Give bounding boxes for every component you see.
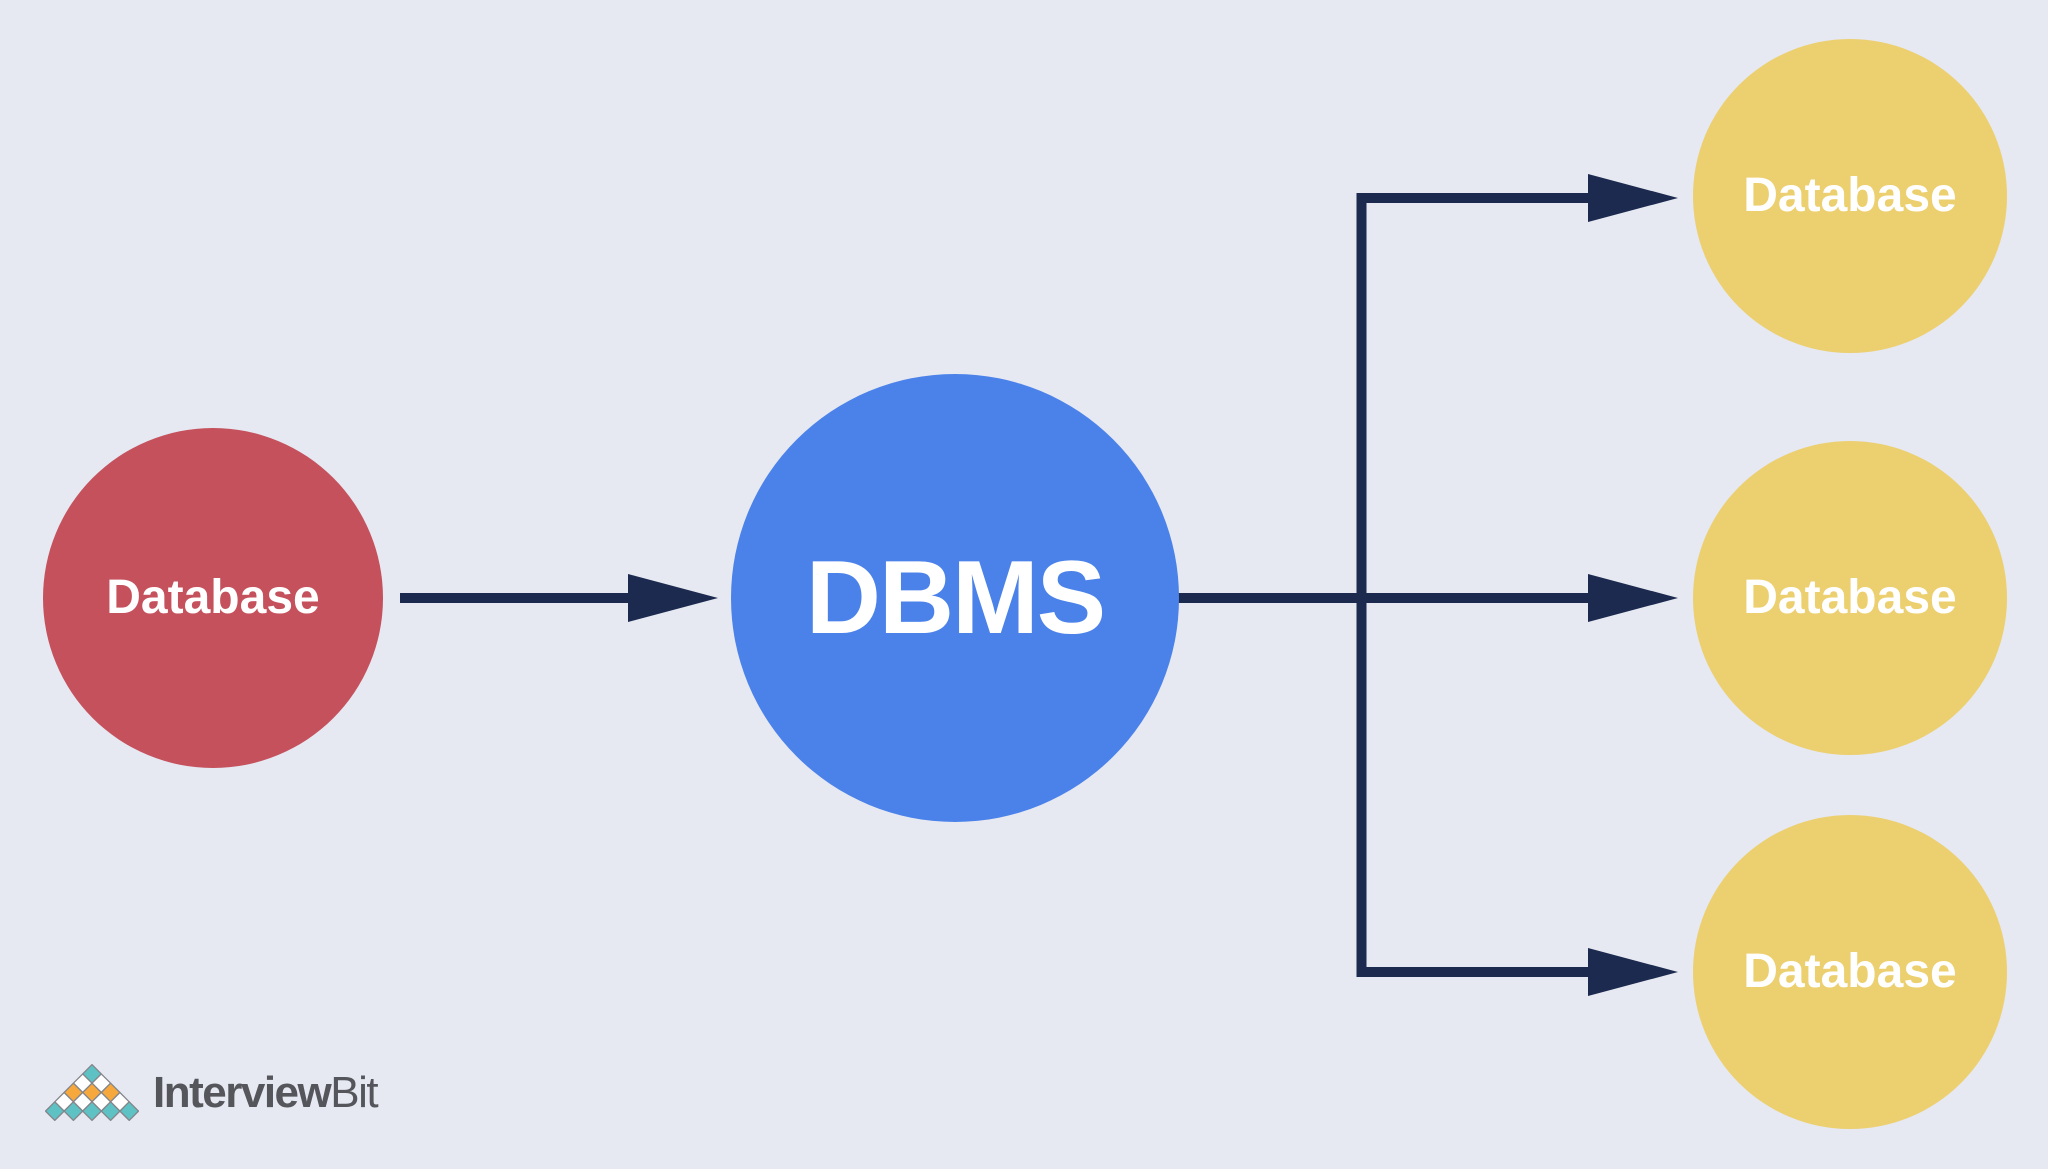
arrowhead-icon [628, 574, 718, 622]
logo-wordmark: InterviewBit [153, 1064, 379, 1122]
diamond-rows [45, 1064, 139, 1122]
node-database-target-1: Database [1693, 39, 2007, 353]
diamond-teal [100, 1101, 121, 1122]
node-label: DBMS [805, 540, 1106, 656]
connector-dbms-to-targets [1175, 174, 1678, 996]
diamond-pyramid-icon [45, 1064, 139, 1122]
diamond-teal [119, 1101, 139, 1122]
arrowhead-icon [1588, 574, 1678, 622]
node-label: Database [1743, 571, 1957, 624]
interviewbit-logo: InterviewBit [45, 1064, 379, 1122]
node-database-target-2: Database [1693, 441, 2007, 755]
logo-text-interview: Interview [153, 1068, 332, 1117]
arrowhead-icon [1588, 948, 1678, 996]
diamond-teal [45, 1101, 65, 1122]
arrow-source-to-dbms [400, 574, 718, 622]
node-database-target-3: Database [1693, 815, 2007, 1129]
node-database-source: Database [43, 428, 383, 768]
node-dbms: DBMS [731, 374, 1179, 822]
logo-text-bit: Bit [330, 1068, 378, 1117]
node-label: Database [106, 571, 320, 624]
diamond-teal [82, 1101, 102, 1122]
diamond-teal [63, 1101, 84, 1122]
arrowhead-icon [1588, 174, 1678, 222]
node-label: Database [1743, 169, 1957, 222]
node-label: Database [1743, 945, 1957, 998]
